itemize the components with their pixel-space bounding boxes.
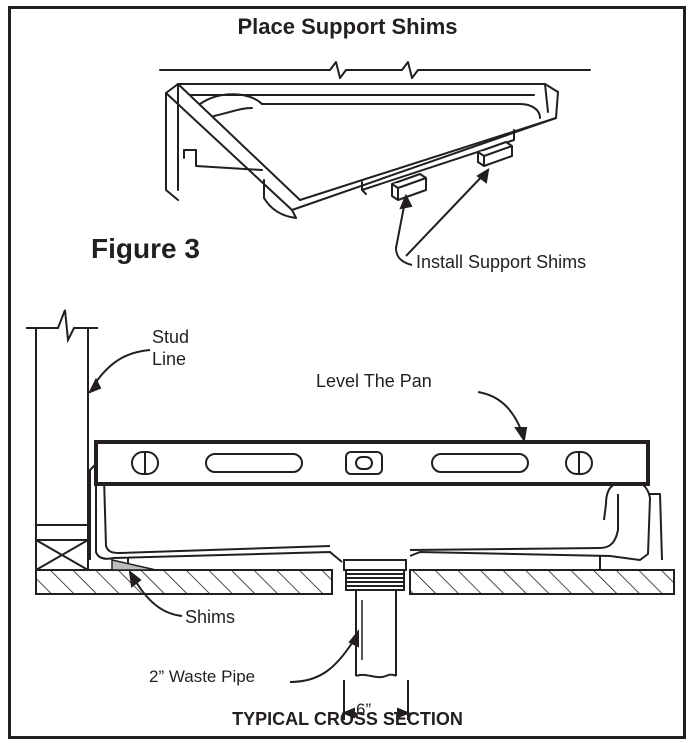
shim-wedge [111, 559, 157, 571]
waste-pipe-leader [289, 629, 359, 683]
stud-wall [26, 309, 98, 571]
drain-assembly [343, 559, 407, 679]
top-pan-illustration [159, 61, 591, 219]
level-leader [477, 391, 528, 443]
cross-section-caption: TYPICAL CROSS SECTION [232, 709, 463, 729]
dimension-6-inch [341, 680, 411, 720]
install-support-shims-label: Install Support Shims [416, 252, 587, 272]
waste-pipe-label: 2” Waste Pipe [149, 667, 256, 686]
floor-slab [35, 569, 675, 595]
stud-line-label-line-2: Line [152, 349, 187, 369]
stud-line-label: Stud Line [152, 326, 189, 370]
shims-leader [128, 569, 183, 617]
stud-line-label-line-1: Stud [152, 327, 190, 347]
figure-label: Figure 3 [91, 233, 200, 264]
stud-line-leader [87, 349, 151, 394]
shims-label: Shims [185, 607, 236, 627]
level-the-pan-label: Level The Pan [316, 371, 432, 391]
figure-frame [8, 6, 686, 739]
support-shim-leaders [394, 168, 490, 266]
level-tool [94, 440, 650, 486]
dimension-label: 6” [356, 700, 372, 719]
diagram-title: Place Support Shims [237, 14, 458, 39]
support-shim-blocks [391, 141, 513, 201]
